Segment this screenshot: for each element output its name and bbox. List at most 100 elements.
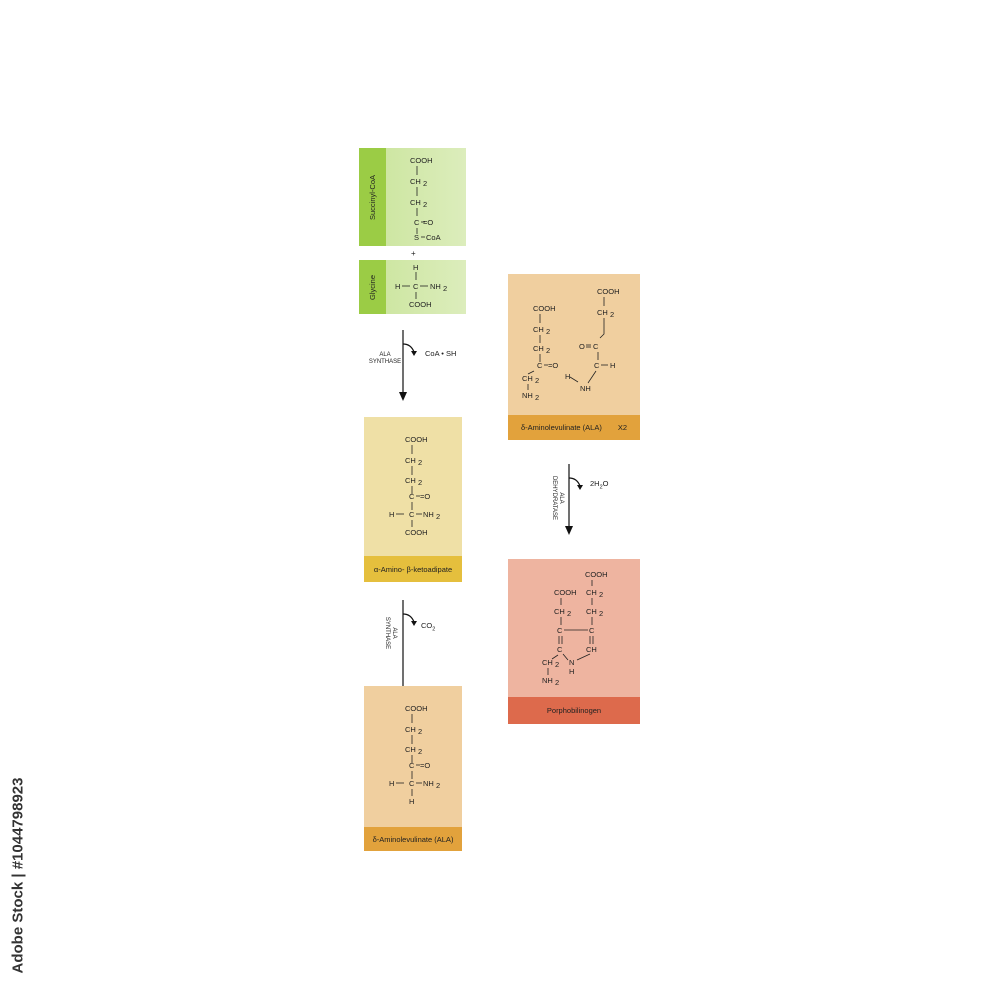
enzyme-ala-synthase-1: ALA SYNTHASE (368, 352, 402, 365)
glycine-sidebar: Glycine (359, 260, 386, 314)
atom-cooh: COOH (405, 704, 428, 713)
atom-c: C (537, 361, 543, 370)
atom-h: H (389, 779, 394, 788)
atom-cooh: COOH (533, 304, 556, 313)
ala-footer: δ-Aminolevulinate (ALA) (364, 827, 462, 851)
atom-sub: 2 (436, 781, 440, 790)
atom-c: C (557, 645, 563, 654)
atom-nh: NH (542, 676, 553, 685)
atom-c: C (557, 626, 563, 635)
atom-o: =O (420, 492, 430, 501)
atom-ch: CH (542, 658, 553, 667)
atom-ch: CH (554, 607, 565, 616)
atom-ch: CH (586, 588, 597, 597)
atom-sub: 2 (610, 310, 614, 319)
glycine-structure: H H C NH 2 COOH (395, 263, 447, 309)
atom-ch: CH (405, 745, 416, 754)
atom-c: C (594, 361, 600, 370)
atom-h: H (389, 510, 394, 519)
atom-n: N (569, 658, 574, 667)
succinyl-coa-structure: COOH CH 2 CH 2 C =O S CoA (410, 156, 441, 242)
atom-o: =O (420, 761, 430, 770)
enzyme-ala-synthase-2: ALA SYNTHASE (384, 616, 397, 650)
porphobilinogen-footer: Porphobilinogen (508, 697, 640, 724)
atom-ch: CH (410, 177, 421, 186)
atom-ch: CH (586, 607, 597, 616)
atom-c: C (409, 510, 415, 519)
succinyl-coa-sidebar: Succinyl-CoA (359, 148, 386, 246)
atom-h: H (395, 282, 400, 291)
byproduct-co2: CO2 (421, 621, 436, 633)
atom-nh: NH (522, 391, 533, 400)
atom-cooh: COOH (405, 435, 428, 444)
atom-sub: 2 (418, 727, 422, 736)
atom-c: C (409, 492, 415, 501)
atom-nh: NH (423, 510, 434, 519)
atom-ch: CH (597, 308, 608, 317)
stock-id-watermark: Adobe Stock | #1044798923 (0, 760, 36, 990)
atom-ch: CH (410, 198, 421, 207)
atom-sub: 2 (535, 376, 539, 385)
atom-ch: CH (405, 725, 416, 734)
atom-cooh: COOH (405, 528, 428, 537)
atom-c: C (593, 342, 599, 351)
atom-o: O (579, 342, 585, 351)
atom-ch: CH (405, 476, 416, 485)
atom-o: =O (548, 361, 558, 370)
atom-sub: 2 (599, 609, 603, 618)
atom-coa: CoA (426, 233, 441, 242)
atom-sub: 2 (546, 346, 550, 355)
atom-ch: CH (533, 344, 544, 353)
reaction-arrow-3 (565, 464, 583, 535)
ketoadipate-structure: COOH CH 2 CH 2 C =O H C NH 2 COOH (389, 435, 440, 537)
atom-ch: CH (586, 645, 597, 654)
atom-ch: CH (405, 456, 416, 465)
atom-nh: NH (580, 384, 591, 393)
atom-sub: 2 (599, 590, 603, 599)
atom-h: H (565, 372, 570, 381)
atom-sub: 2 (555, 660, 559, 669)
ala-pair-structure: COOH CH 2 CH 2 C =O CH 2 NH 2 COOH CH 2 … (522, 287, 620, 402)
atom-h: H (413, 263, 418, 272)
atom-c: C (409, 761, 415, 770)
atom-sub: 2 (535, 393, 539, 402)
atom-h: H (409, 797, 414, 806)
atom-h: H (569, 667, 574, 676)
porphobilinogen-card: COOH COOH CH 2 CH 2 CH 2 C C C CH CH 2 N… (508, 559, 640, 724)
atom-sub: 2 (418, 478, 422, 487)
ala-pair-name: δ-Aminolevulinate (ALA) (520, 423, 602, 432)
atom-o: =O (423, 218, 433, 227)
stock-id-text: Adobe Stock | #1044798923 (9, 777, 27, 973)
reaction-arrow-1 (399, 330, 417, 401)
byproduct-2h2o: 2H2O (590, 479, 609, 491)
atom-cooh: COOH (597, 287, 620, 296)
plus-sign: + (411, 249, 416, 258)
atom-ch: CH (533, 325, 544, 334)
atom-c: C (413, 282, 419, 291)
ala-pair-footer: δ-Aminolevulinate (ALA) X2 (508, 415, 640, 440)
atom-cooh: COOH (554, 588, 577, 597)
atom-sub: 2 (418, 747, 422, 756)
atom-sub: 2 (423, 200, 427, 209)
atom-h: H (610, 361, 615, 370)
atom-cooh: COOH (410, 156, 433, 165)
atom-sub: 2 (418, 458, 422, 467)
atom-sub: 2 (546, 327, 550, 336)
atom-sub: 2 (555, 678, 559, 687)
atom-sub: 2 (443, 284, 447, 293)
ketoadipate-card: COOH CH 2 CH 2 C =O H C NH 2 COOH α-Amin… (364, 417, 462, 582)
byproduct-coa-sh: CoA • SH (425, 349, 457, 358)
atom-nh: NH (423, 779, 434, 788)
atom-cooh: COOH (585, 570, 608, 579)
atom-ch: CH (522, 374, 533, 383)
ala-pair-card: COOH CH 2 CH 2 C =O CH 2 NH 2 COOH CH 2 … (508, 274, 640, 440)
atom-nh: NH (430, 282, 441, 291)
atom-sub: 2 (423, 179, 427, 188)
porphobilinogen-structure: COOH COOH CH 2 CH 2 CH 2 C C C CH CH 2 N… (542, 570, 608, 687)
atom-c: C (409, 779, 415, 788)
ala-card: COOH CH 2 CH 2 C =O H C NH 2 H δ-Aminole… (364, 686, 462, 851)
atom-c: C (414, 218, 420, 227)
atom-sub: 2 (436, 512, 440, 521)
atom-cooh: COOH (409, 300, 432, 309)
enzyme-ala-dehydratase: ALA DEHYDRATASE (551, 475, 564, 521)
